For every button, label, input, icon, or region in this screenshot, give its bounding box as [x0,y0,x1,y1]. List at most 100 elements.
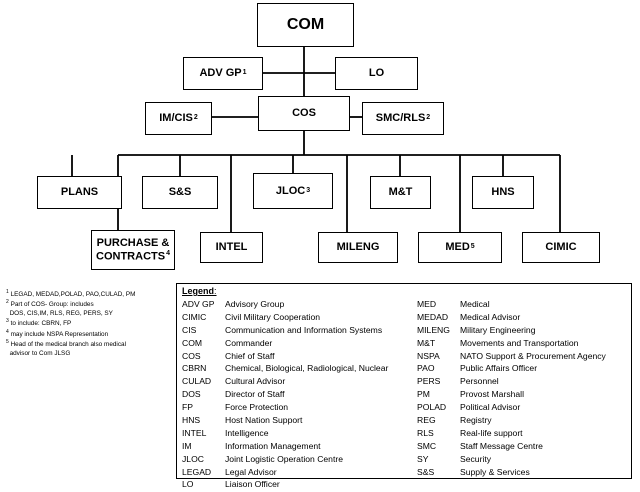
legend-definition: Communication and Information Systems [225,324,383,335]
legend-definition: Chief of Staff [225,350,275,361]
legend-abbreviation: COS [182,350,201,361]
legend-abbreviation: PAO [417,363,435,374]
legend-definition: Force Protection [225,402,289,413]
legend-definition: Supply & Services [460,466,530,477]
footnote-text: DOS, CIS,IM, RLS, REG, PERS, SY [9,309,113,317]
footnote-text: advisor to Com JLSG [9,349,71,357]
legend-definition: Cultural Advisor [225,376,286,387]
legend-definition: Medical [460,299,490,309]
purchase-label-line2: CONTRACTS [96,250,166,263]
legend-abbreviation: RLS [417,427,434,438]
legend-abbreviation: SY [417,453,429,464]
footnotes: 1 LEGAD, MEDAD,POLAD, PAO,CULAD, PM 2 Pa… [6,289,174,358]
legend-abbreviation: HNS [182,415,201,426]
footnote-mark: 3 [6,318,9,325]
cos-box: COS [258,96,350,131]
legend-entry: HNS Host Nation Support [182,415,414,428]
legend-abbreviation: CIS [182,324,197,335]
legend-abbreviation: REG [417,415,436,426]
legend-definition: Advisory Group [225,299,285,309]
legend-abbreviation: COM [182,337,203,348]
jloc-label: JLOC [275,184,306,197]
legend-abbreviation: JLOC [182,453,204,464]
legend-definition: Medical Advisor [460,311,521,322]
footnote-text: Part of COS- Group: includes [10,301,94,309]
legend-abbreviation: LEGAD [182,466,212,477]
legend-abbreviation: PM [417,389,430,400]
legend-definition: Movements and Transportation [460,337,579,348]
legend-entry: COS Chief of Staff [182,351,414,364]
footnote-1: 1 LEGAD, MEDAD,POLAD, PAO,CULAD, PM [6,289,174,299]
mileng-box: MILENG [318,232,398,263]
legend-abbreviation: FP [182,402,193,413]
footnote-3: 3 to include: CBRN, FP [6,318,174,328]
footnote-text: to include: CBRN, FP [10,320,72,328]
legend-entry: RLS Real-life support [417,428,629,441]
s-and-s-box: S&S [142,176,218,209]
legend-entry: MEDAD Medical Advisor [417,312,629,325]
footnote-5: 5 Head of the medical branch also medica… [6,339,174,349]
legend-definition: Provost Marshall [460,389,524,400]
footnote-5-cont: advisor to Com JLSG [6,350,174,358]
legend-entry: M&T Movements and Transportation [417,338,629,351]
legend-definition: Registry [460,415,492,426]
legend-definition: Host Nation Support [225,415,303,426]
lo-label: LO [368,67,385,80]
m-and-t-box: M&T [370,176,431,209]
legend-definition: Military Engineering [460,324,536,335]
footnote-mark: 4 [6,328,9,335]
hns-label: HNS [491,186,515,199]
legend-entry: FP Force Protection [182,402,414,415]
purchase-contracts-box: PURCHASE & CONTRACTS4 [91,230,175,270]
legend-abbreviation: POLAD [417,402,447,413]
com-label: COM [286,15,325,33]
legend-abbreviation: ADV GP [182,299,215,309]
cimic-label: CIMIC [545,241,577,254]
footnote-text: LEGAD, MEDAD,POLAD, PAO,CULAD, PM [10,291,136,299]
legend-abbreviation: IM [182,440,192,451]
legend-definition: Intelligence [225,427,269,438]
legend-entry: ADV GP Advisory Group [182,299,414,312]
footnote-mark: 2 [6,299,9,306]
legend-title: Legend: [182,286,217,296]
adv-gp-label: ADV GP [199,67,242,80]
mileng-label: MILENG [336,241,380,254]
s-and-s-label: S&S [168,186,192,199]
legend-entry: PM Provost Marshall [417,389,629,402]
purchase-label-line1: PURCHASE & [96,237,170,250]
legend-definition: Real-life support [460,427,523,438]
plans-label: PLANS [60,186,99,199]
legend-definition: Joint Logistic Operation Centre [225,453,343,464]
smc-rls-footnote-mark: 2 [426,114,431,122]
legend-abbreviation: M&T [417,337,436,348]
legend-definition: Security [460,453,492,464]
legend-entry: CIS Communication and Information Systems [182,325,414,338]
legend-entry: REG Registry [417,415,629,428]
legend-abbreviation: CBRN [182,363,207,374]
footnote-mark: 5 [6,339,9,346]
legend-abbreviation: MEDAD [417,311,449,322]
purchase-footnote-mark: 4 [166,249,170,257]
